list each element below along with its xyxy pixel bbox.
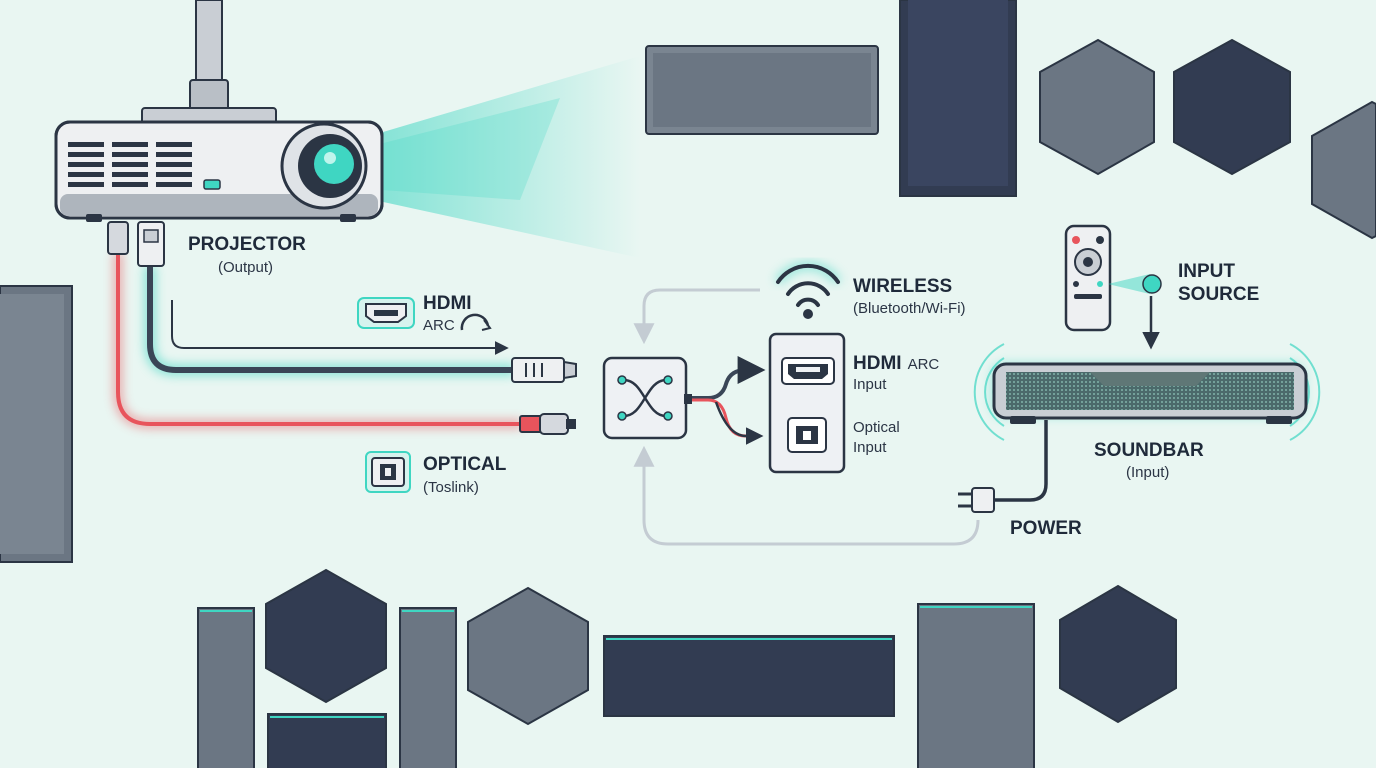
- input-ports-panel: [768, 332, 846, 474]
- panel-bottom-wide: [603, 635, 895, 717]
- panel-bottom-3: [399, 607, 457, 768]
- input-source-label-2: SOURCE: [1178, 284, 1259, 305]
- hex-panel-bottom-2: [467, 586, 589, 726]
- hex-panel-bottom-3: [1059, 584, 1177, 724]
- hdmi-plug: [511, 357, 577, 383]
- input-source-dot: [1142, 274, 1162, 294]
- switch-to-hdmi-cable: [692, 356, 766, 400]
- wifi-icon: [774, 261, 842, 319]
- optical-cable: [107, 221, 576, 435]
- panel-bottom-2: [267, 713, 387, 768]
- hdmi-label: HDMI: [423, 293, 472, 314]
- hdmi-arc-label: ARC: [423, 317, 455, 334]
- panel-bottom-4: [917, 603, 1035, 768]
- projector-sub-label: (Output): [218, 259, 273, 276]
- panel-top-wide: [645, 45, 879, 135]
- soundbar-sub-label: (Input): [1126, 464, 1169, 481]
- soundbar-icon: [973, 343, 1321, 441]
- optical-label: OPTICAL: [423, 454, 507, 475]
- power-cable: [992, 420, 1048, 502]
- switch-to-optical-cable: [692, 398, 760, 438]
- panel-left-tall: [0, 285, 73, 563]
- optical-input-port-icon: [787, 417, 827, 453]
- projector-label: PROJECTOR: [188, 234, 306, 255]
- input-source-label-1: INPUT: [1178, 261, 1235, 282]
- panel-bottom-1: [197, 607, 255, 768]
- wireless-label: WIRELESS: [853, 276, 952, 297]
- projector-beam: [356, 56, 640, 258]
- projector-icon: [54, 0, 640, 258]
- optical-plug: [519, 413, 576, 435]
- optical-port-icon: [365, 451, 411, 493]
- optical-sub-label: (Toslink): [423, 479, 479, 496]
- optical-input-label-1: Optical: [853, 419, 900, 436]
- power-plug-icon: [958, 487, 995, 513]
- hdmi-port-icon: [357, 297, 415, 329]
- hex-panel-top-2: [1173, 38, 1291, 176]
- wireless-sub-label: (Bluetooth/Wi-Fi): [853, 300, 966, 317]
- remote-signal-beam: [1108, 274, 1150, 294]
- hex-panel-top-1: [1039, 38, 1155, 176]
- remote-control-icon: [1064, 224, 1112, 332]
- panel-top-tall: [899, 0, 1017, 197]
- hdmi-cable: [137, 221, 577, 383]
- soundbar-label: SOUNDBAR: [1094, 440, 1204, 461]
- hdmi-input-sub-label: Input: [853, 376, 887, 393]
- switch-crossover-icon: [602, 356, 692, 440]
- flow-loop: [633, 288, 980, 546]
- hex-panel-bottom-1: [265, 568, 387, 704]
- optical-input-label-2: Input: [853, 439, 887, 456]
- hdmi-input-port-icon: [781, 357, 835, 385]
- power-label: POWER: [1010, 518, 1082, 539]
- hex-panel-top-3: [1311, 100, 1376, 240]
- arc-return-icon: [460, 313, 490, 331]
